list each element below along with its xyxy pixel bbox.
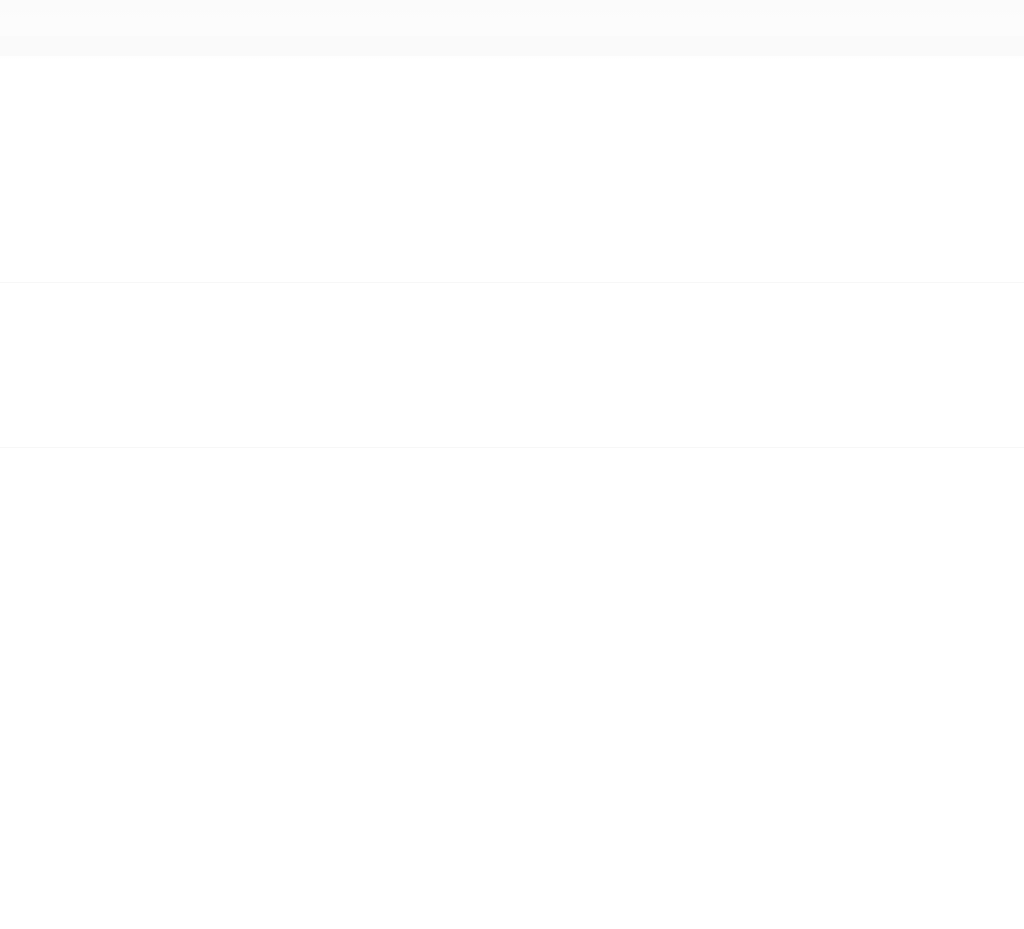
content-divider — [0, 447, 1024, 448]
header-toolbar-strip — [0, 36, 1024, 56]
blank-content-area — [0, 62, 1024, 929]
header-bar — [0, 0, 1024, 62]
content-divider — [0, 282, 1024, 283]
